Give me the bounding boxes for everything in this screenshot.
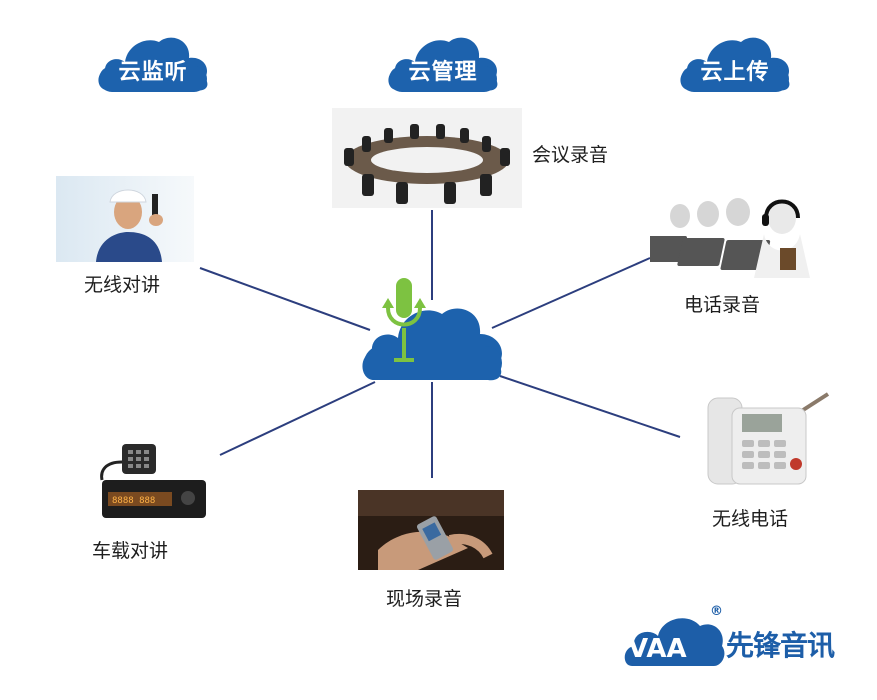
central-cloud-hub	[362, 278, 502, 381]
vaa-brand-logo: VAA ® 先锋音讯	[622, 604, 862, 676]
cloud-icon	[680, 37, 790, 92]
wireless-desk-phone-image	[702, 392, 832, 490]
walkie-talkie-image	[56, 176, 194, 262]
vehicle-radio-image: 8888 888	[86, 436, 210, 522]
logo-cloud-icon	[624, 618, 725, 666]
cloud-icon	[362, 308, 502, 381]
logo-mark-text: VAA	[628, 634, 687, 664]
phone-recording-label: 电话录音	[684, 294, 761, 316]
cloud-monitor-label: 云监听	[118, 60, 188, 85]
line-to-walkie-talkie	[199, 267, 371, 331]
line-to-wireless-phone	[499, 375, 681, 438]
vehicle-intercom-label: 车载对讲	[92, 540, 169, 562]
cloud-upload-badge: 云上传	[675, 26, 795, 94]
cloud-icon	[98, 37, 208, 92]
cloud-monitor-badge: 云监听	[93, 26, 213, 94]
conference-room-image	[332, 108, 522, 208]
wireless-phone-label: 无线电话	[712, 508, 789, 530]
registered-mark: ®	[710, 604, 723, 619]
cloud-manage-badge: 云管理	[383, 26, 503, 94]
brand-name: 先锋音讯	[726, 629, 835, 662]
line-to-phone-recording	[491, 257, 651, 329]
field-recording-image	[358, 490, 504, 570]
svg-text:8888 888: 8888 888	[112, 496, 155, 506]
cloud-manage-label: 云管理	[408, 60, 478, 85]
call-center-image	[650, 186, 820, 278]
wireless-intercom-label: 无线对讲	[84, 274, 161, 296]
field-recording-label: 现场录音	[386, 588, 463, 610]
conference-recording-label: 会议录音	[532, 144, 609, 166]
cloud-upload-label: 云上传	[700, 60, 770, 85]
microphone-icon	[382, 278, 426, 362]
cloud-icon	[388, 37, 498, 92]
line-to-vehicle-radio	[219, 381, 376, 456]
